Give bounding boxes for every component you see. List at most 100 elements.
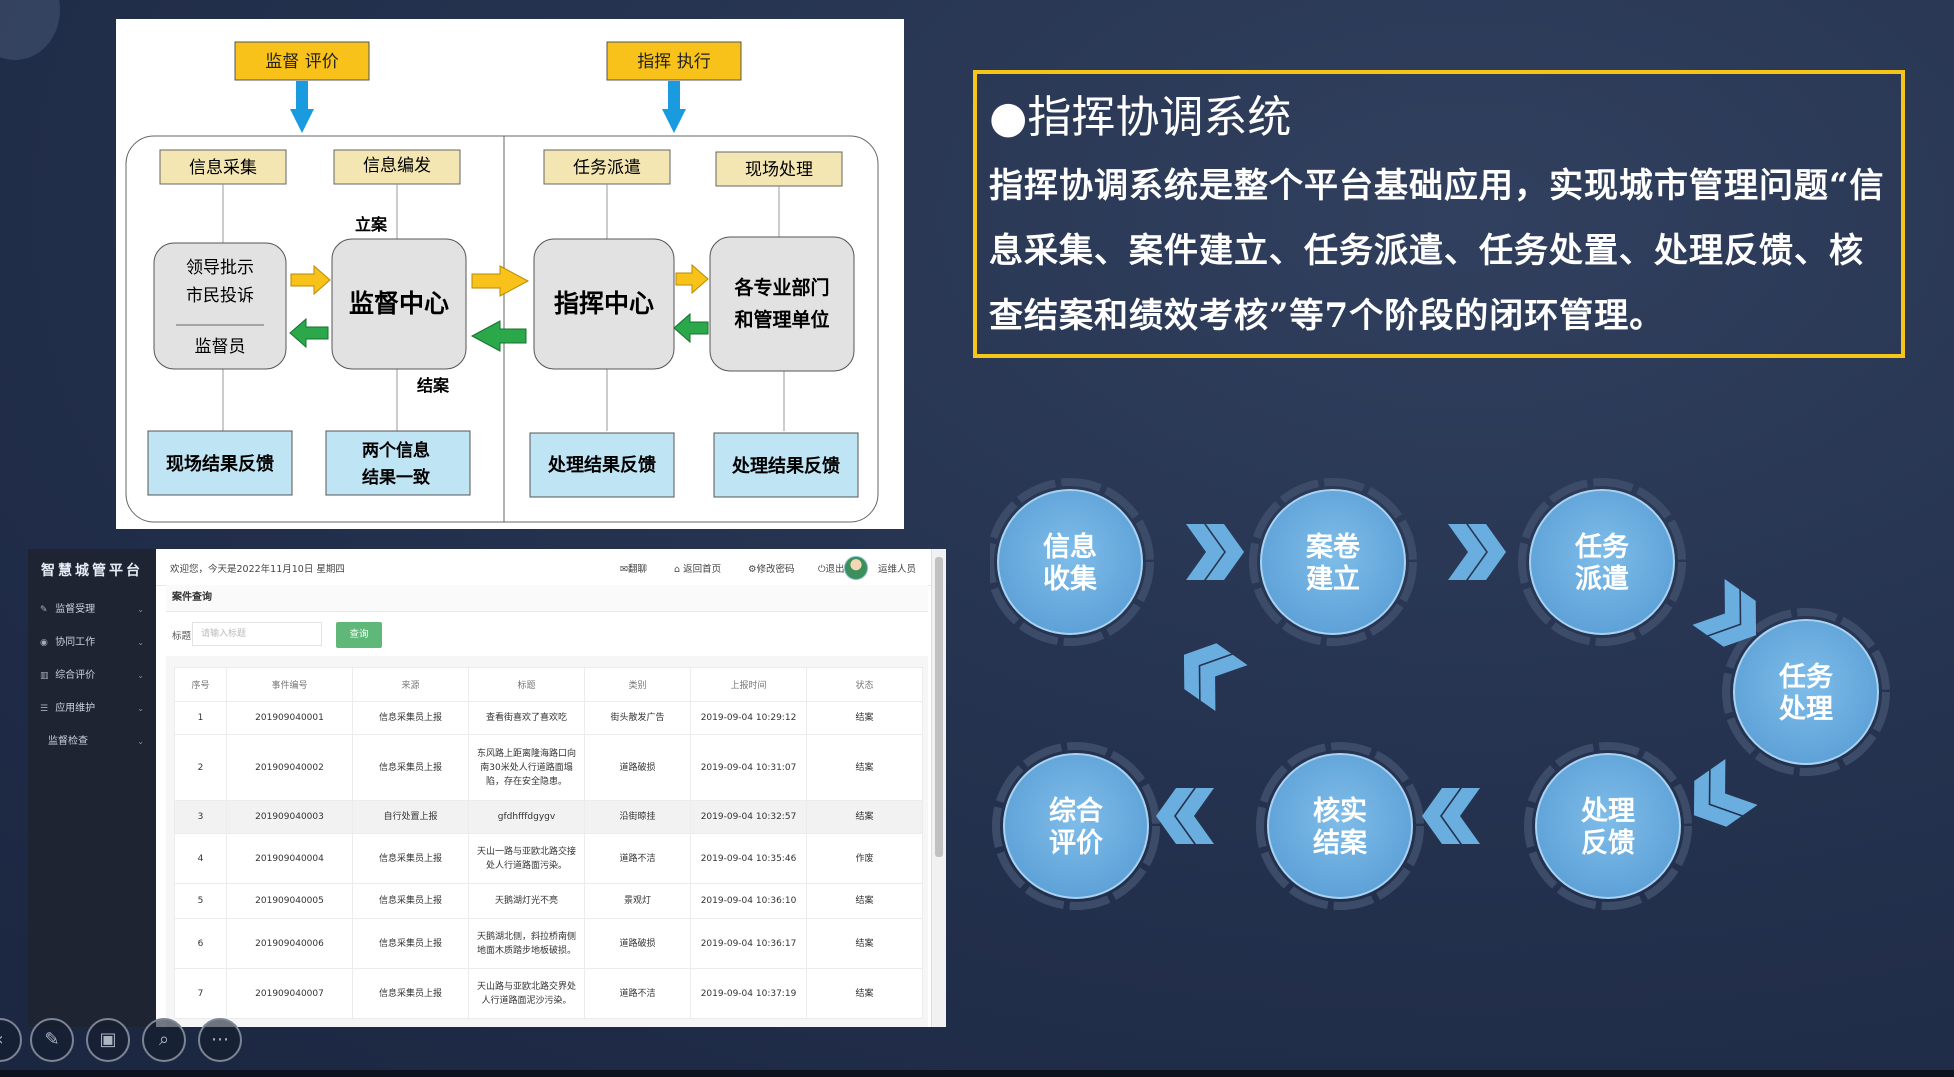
bar-chart-icon: ▥ bbox=[40, 671, 49, 681]
avatar[interactable] bbox=[844, 556, 868, 580]
feedback-box-3-label: 处理结果反馈 bbox=[547, 454, 656, 476]
cell: 天山路与亚欧北路交界处人行道路面泥沙污染。 bbox=[468, 968, 585, 1019]
cell: 201909040007 bbox=[226, 968, 353, 1019]
sidebar-item-label: 监督受理 bbox=[55, 604, 96, 615]
arrow-right-2 bbox=[471, 265, 530, 297]
feedback-box-1-label: 现场结果反馈 bbox=[166, 453, 274, 475]
cell: 道路破损 bbox=[584, 734, 691, 801]
cell: 天鹅湖灯光不亮 bbox=[468, 883, 585, 919]
tab-task-dispatch: 任务派遣 bbox=[543, 149, 671, 185]
cycle-step-label: 任务 bbox=[1574, 532, 1629, 563]
cell: 2019-09-04 10:37:19 bbox=[690, 968, 807, 1019]
cycle-step: 任务派遣 bbox=[1518, 478, 1686, 646]
more-icon[interactable]: ⋯ bbox=[198, 1018, 242, 1062]
presentation-toolbar: ‹ ✎ ▣ ⌕ ⋯ bbox=[0, 1018, 260, 1066]
arrow-left-2 bbox=[470, 320, 527, 352]
panel-title: 案件查询 bbox=[166, 585, 928, 612]
cell: 街头散发广告 bbox=[584, 701, 691, 735]
slides-icon[interactable]: ▣ bbox=[86, 1018, 130, 1062]
col-index: 序号 bbox=[174, 667, 227, 702]
col-category: 类别 bbox=[584, 667, 691, 702]
cell: 天山一路与亚欧北路交接处人行道路面污染。 bbox=[468, 833, 585, 884]
top-box-supervise: 监督 评价 bbox=[234, 41, 370, 81]
source-line-supervisor: 监督员 bbox=[195, 337, 246, 357]
sidebar-item-evaluate[interactable]: ▥ 综合评价⌄ bbox=[28, 659, 156, 692]
top-box-command-label: 指挥 执行 bbox=[637, 52, 710, 72]
search-button[interactable]: 查询 bbox=[336, 622, 382, 648]
source-box: 领导批示 市民投诉 监督员 bbox=[153, 242, 287, 370]
cell: 查看街喜欢了喜欢吃 bbox=[468, 701, 585, 735]
feedback-box-3: 处理结果反馈 bbox=[529, 432, 675, 498]
zoom-icon[interactable]: ⌕ bbox=[142, 1018, 186, 1062]
col-title: 标题 bbox=[468, 667, 585, 702]
cell: 5 bbox=[174, 883, 227, 919]
departments-line1: 各专业部门 bbox=[733, 276, 829, 299]
tab-onsite-handle-label: 现场处理 bbox=[745, 160, 813, 180]
sidebar-item-label: 应用维护 bbox=[55, 703, 96, 714]
cell: 信息采集员上报 bbox=[352, 918, 469, 969]
welcome-text: 欢迎您，今天是2022年11月10日 星期四 bbox=[170, 564, 345, 575]
scrollbar[interactable] bbox=[931, 549, 946, 1027]
cycle-step-label: 反馈 bbox=[1581, 828, 1635, 859]
cell: 信息采集员上报 bbox=[352, 734, 469, 801]
cell: 201909040003 bbox=[226, 800, 353, 834]
cell: 景观灯 bbox=[584, 883, 691, 919]
cycle-step-label: 收集 bbox=[1043, 563, 1098, 595]
cycle-arrows bbox=[1156, 524, 1758, 844]
logout-label: 退出 bbox=[825, 564, 845, 575]
user-name[interactable]: 运维人员 bbox=[877, 564, 916, 575]
home-link[interactable]: ⌂ 返回首页 bbox=[674, 564, 722, 575]
cell: 2019-09-04 10:36:10 bbox=[690, 883, 807, 919]
cycle-step-label: 评价 bbox=[1049, 828, 1104, 859]
arrow-left-3 bbox=[673, 312, 709, 344]
tab-task-dispatch-label: 任务派遣 bbox=[573, 158, 641, 178]
chat-link[interactable]: ✉翻聊 bbox=[620, 564, 647, 575]
cell: 结案 bbox=[806, 883, 923, 919]
cell: 201909040006 bbox=[226, 918, 353, 969]
sidebar-item-inspect[interactable]: 监督检查⌄ bbox=[28, 725, 156, 758]
app-brand: 智慧城管平台 bbox=[41, 563, 143, 579]
cell: 东风路上距离隆海路口向南30米处人行道路面塌陷，存在安全隐患。 bbox=[468, 734, 585, 801]
workflow-diagram: 监督 评价 指挥 执行 信息采集 信息编发 任务派遣 现场处理 领导批示 市民投… bbox=[116, 19, 904, 529]
cell: 201909040005 bbox=[226, 883, 353, 919]
chevron-right-icon bbox=[1448, 524, 1506, 580]
down-arrow-left bbox=[290, 81, 314, 133]
table-header: 序号 事件编号 来源 标题 类别 上报时间 状态 bbox=[174, 667, 923, 702]
chevron-down-icon: ⌄ bbox=[137, 704, 144, 713]
feedback-box-2-line1: 两个信息 bbox=[362, 440, 430, 461]
cell: 2019-09-04 10:35:46 bbox=[690, 833, 807, 884]
chevron-right-icon bbox=[1693, 759, 1758, 827]
change-password-link[interactable]: ⚙修改密码 bbox=[748, 564, 795, 575]
logout-link[interactable]: ⏻退出 bbox=[818, 564, 845, 575]
sidebar-item-maintain[interactable]: ☰ 应用维护⌄ bbox=[28, 692, 156, 725]
change-password-label: 修改密码 bbox=[756, 564, 795, 575]
feedback-box-4-label: 处理结果反馈 bbox=[731, 455, 840, 477]
top-box-command: 指挥 执行 bbox=[606, 41, 742, 81]
col-event-no: 事件编号 bbox=[226, 667, 353, 702]
cell: 1 bbox=[174, 701, 227, 735]
eye-icon: ◉ bbox=[40, 638, 48, 648]
prev-icon[interactable]: ‹ bbox=[0, 1018, 22, 1062]
cycle-step-label: 核实 bbox=[1313, 795, 1367, 827]
sidebar-item-supervise[interactable]: ✎ 监督受理⌄ bbox=[28, 593, 156, 626]
departments-line2: 和管理单位 bbox=[734, 308, 829, 331]
supervise-center-label: 监督中心 bbox=[349, 289, 449, 318]
cell: 2019-09-04 10:32:57 bbox=[690, 800, 807, 834]
sidebar-item-collab[interactable]: ◉ 协同工作⌄ bbox=[28, 626, 156, 659]
arrow-right-3 bbox=[675, 263, 709, 295]
tab-info-edit: 信息编发 bbox=[333, 149, 461, 185]
search-input[interactable] bbox=[192, 622, 322, 646]
pen-icon[interactable]: ✎ bbox=[30, 1018, 74, 1062]
scrollbar-thumb[interactable] bbox=[935, 557, 943, 857]
label-case-open: 立案 bbox=[355, 215, 388, 234]
